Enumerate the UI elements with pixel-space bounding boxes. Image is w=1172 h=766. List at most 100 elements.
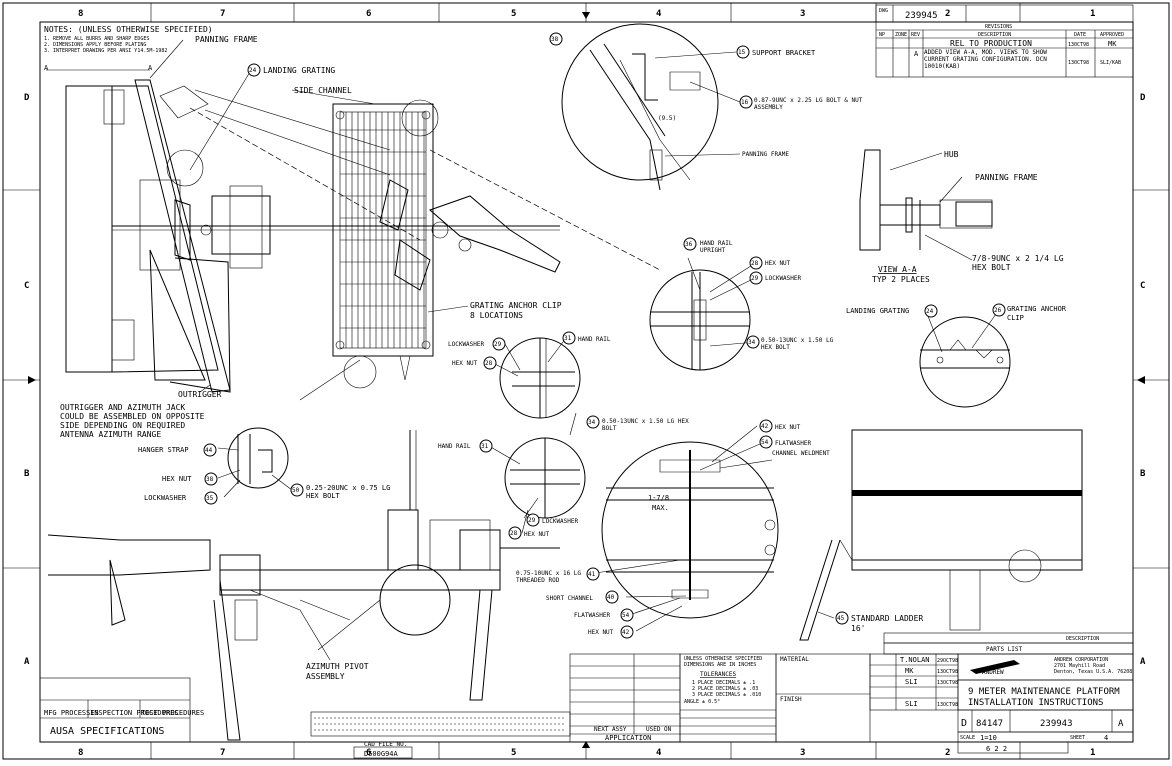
balloon-number: 35 (206, 495, 214, 502)
balloon-number: 44 (205, 447, 213, 454)
zone-col-bottom: 8 (78, 748, 83, 758)
balloon-number: 54 (622, 612, 630, 619)
dim-max-sub: MAX. (652, 504, 669, 512)
zone-row-right: D (1140, 93, 1146, 103)
rev-col-approved: APPROVED (1100, 32, 1124, 38)
leader-lines (149, 39, 997, 651)
balloon-number: 28 (510, 530, 518, 537)
rev-col-desc: DESCRIPTION (978, 32, 1011, 38)
zone-col-bottom: 3 (800, 748, 805, 758)
zone-col-bottom: 1 (1090, 748, 1095, 758)
scale: 1=10 (980, 734, 997, 742)
tol-sub: DIMENSIONS ARE IN INCHES (684, 662, 756, 668)
tol-line: 3 PLACE DECIMALS ± .010 (692, 692, 761, 698)
inner-border (39, 21, 1134, 743)
label-landing-grating: LANDING GRATING (263, 66, 335, 75)
zone-col-top: 2 (945, 9, 950, 19)
rev-row-desc: REL TO PRODUCTION (950, 39, 1032, 48)
label-side-channel: SIDE CHANNEL (294, 86, 352, 95)
zone-col-bottom: 2 (945, 748, 950, 758)
parts-desc: DESCRIPTION (1066, 636, 1099, 642)
outrigger-note: ANTENNA AZIMUTH RANGE (60, 430, 161, 439)
rel-file: 6 2 2 (986, 745, 1007, 753)
balloon-number: 24 (926, 308, 934, 315)
center-mark-left (28, 376, 36, 384)
label-hand-rail: HAND RAIL (578, 336, 611, 343)
zone-row-left: A (24, 657, 30, 667)
label-hex-bolt-mid: 0.50-13UNC x 1.50 LG HEX BOLT (602, 418, 689, 432)
approved-date: 13OCT98 (937, 680, 958, 686)
finish: FINISH (780, 696, 802, 703)
note-line: 2. DIMENSIONS APPLY BEFORE PLATING (44, 42, 146, 48)
section-mark-a: A (44, 64, 49, 72)
label-landing-grating-r: LANDING GRATING (846, 307, 909, 315)
tol-title: TOLERANCES (700, 671, 737, 678)
spec-inspection: INSPECTION PROCEDURES (90, 709, 179, 717)
balloon-number: 42 (761, 423, 769, 430)
balloon-number: 42 (622, 629, 630, 636)
note-line: 3. INTERPRET DRAWING PER ANSI Y14.5M-198… (44, 48, 167, 54)
zone-col-top: 8 (78, 9, 83, 19)
rev-col-rev: REV (911, 32, 920, 38)
spec-title: AUSA SPECIFICATIONS (50, 726, 164, 737)
drawn-date: 29OCT98 (937, 658, 958, 664)
tol-line: ANGLE ± 0.5° (684, 699, 720, 705)
zone-col-top: 1 (1090, 9, 1095, 19)
notes-heading: NOTES: (UNLESS OTHERWISE SPECIFIED) (44, 25, 213, 34)
balloon-number: 50 (292, 487, 300, 494)
platform-side-view (47, 430, 560, 741)
sheet: 4 (1104, 734, 1108, 742)
rev-row-approved: MK (1108, 40, 1117, 48)
label-view-bolt: 7/8-9UNC x 2 1/4 LG HEX BOLT (972, 254, 1064, 272)
zone-col-top: 7 (220, 9, 225, 19)
view-a-a-title: VIEW A-A (878, 265, 917, 274)
label-lockwasher: LOCKWASHER (448, 341, 485, 348)
label-azimuth-pivot: AZIMUTH PIVOT (306, 662, 369, 671)
rev-row-date: 130CT98 (1068, 60, 1089, 66)
title-line: INSTALLATION INSTRUCTIONS (968, 698, 1103, 708)
zone-row-left: D (24, 93, 30, 103)
detail-hand-rail-upright (649, 269, 751, 371)
rev-col-np: NP (879, 32, 885, 38)
tol-line: 1 PLACE DECIMALS ± .1 (692, 680, 755, 686)
label-hex-nut: HEX NUT (452, 360, 478, 367)
rev-row-desc: ADDED VIEW A-A, MOD. VIEWS TO SHOW CURRE… (924, 49, 1047, 70)
label-standard-ladder: STANDARD LADDER (851, 614, 923, 623)
zone-labels: 8 7 6 5 4 3 2 1 8 7 6 5 4 3 2 1 D C B A … (24, 9, 1146, 758)
label-hub: HUB (944, 150, 959, 159)
balloon-number: 24 (249, 67, 257, 74)
checked-date: 13OCT98 (937, 669, 958, 675)
detail-dim: (9.5) (658, 115, 676, 122)
outrigger-note: COULD BE ASSEMBLED ON OPPOSITE (60, 412, 205, 421)
notes-block: NOTES: (UNLESS OTHERWISE SPECIFIED) 1. R… (44, 25, 213, 54)
application: APPLICATION (605, 734, 651, 742)
rev-row-date: 130CT98 (1068, 42, 1089, 48)
balloon-number: 31 (481, 443, 489, 450)
spec-test: TEST PROCEDURES (141, 709, 204, 717)
view-a-a-sub: TYP 2 PLACES (872, 275, 930, 284)
label-bolt-nut-assembly: 0.87-9UNC x 2.25 LG BOLT & NUT ASSEMBLY (754, 97, 863, 111)
center-mark-bottom (582, 741, 590, 748)
label-hex-bolt-025: 0.25-20UNC x 0.75 LG HEX BOLT (306, 484, 391, 500)
checked-by: MK (905, 667, 914, 675)
rev-dwg-no: 239945 (905, 11, 938, 21)
balloon-number: 38 (551, 36, 559, 43)
balloon-number: 16 (741, 99, 749, 106)
section-mark-a: A (148, 64, 153, 72)
label-threaded-rod: 0.75-10UNC x 16 LG THREADED ROD (516, 570, 582, 584)
outrigger-note: OUTRIGGER AND AZIMUTH JACK (60, 403, 185, 412)
next-assy: NEXT ASSY (594, 726, 627, 733)
balloon-number: 34 (588, 419, 596, 426)
zone-col-bottom: 5 (511, 748, 516, 758)
balloon-number: 54 (761, 439, 769, 446)
detail-hanger-strap (227, 427, 289, 489)
label-standard-ladder-sub: 16' (851, 624, 865, 633)
parts-list: PARTS LIST (986, 646, 1023, 653)
cad-label: CAD FILE NO. (364, 741, 407, 748)
zone-row-right: C (1140, 281, 1145, 291)
zone-col-bottom: 4 (656, 748, 662, 758)
rev-letter: A (1118, 719, 1124, 729)
label-lockwasher-left: LOCKWASHER (144, 494, 187, 502)
